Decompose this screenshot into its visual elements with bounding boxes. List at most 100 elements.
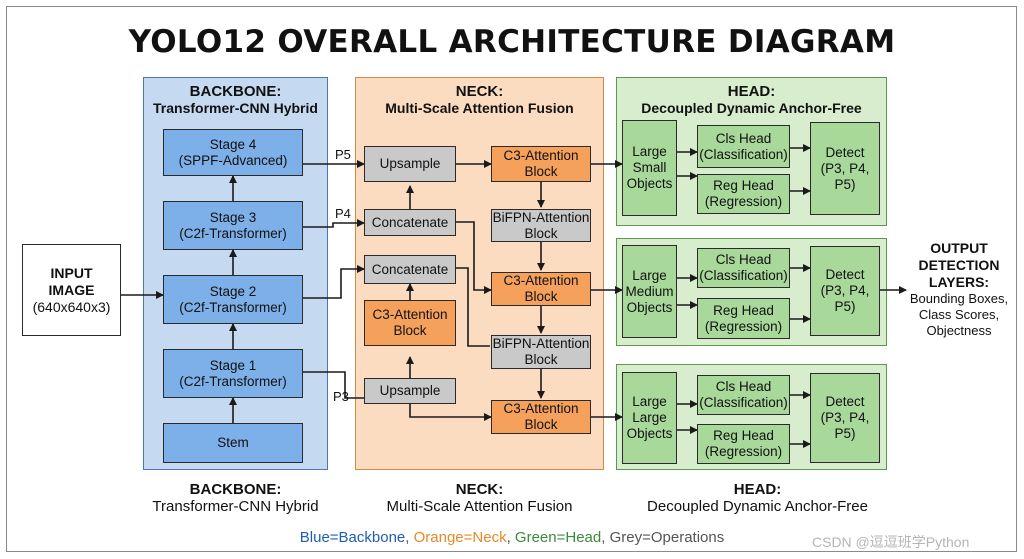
stage2-sub: (C2f-Transformer): [179, 299, 287, 315]
neck-heading-title: NECK:: [455, 83, 504, 100]
concat-top-label: Concatenate: [371, 214, 449, 230]
legend-sep-1: ,: [405, 529, 414, 546]
head-objects-large: Large Large Objects: [622, 372, 677, 464]
backbone-heading: BACKBONE: Transformer-CNN Hybrid: [143, 83, 328, 117]
upsample-top-label: Upsample: [379, 156, 441, 171]
backbone-stage3: Stage 3 (C2f-Transformer): [163, 201, 303, 250]
input-image-box: INPUT IMAGE (640x640x3): [22, 244, 121, 336]
head-detect-2: Detect (P3, P4, P5): [810, 246, 880, 336]
reg1-sub: (Regression): [704, 194, 783, 209]
output-item-boxes: Bounding Boxes,: [909, 291, 1009, 306]
bifpn-top-title: BiFPN-Attention: [492, 209, 590, 225]
legend-green: Green=Head: [514, 529, 602, 546]
head-objects-medium: Large Medium Objects: [622, 245, 677, 338]
neck-heading: NECK: Multi-Scale Attention Fusion: [355, 83, 604, 117]
line-concat2-to-bifpn2: [456, 267, 490, 347]
head-heading: HEAD: Decoupled Dynamic Anchor-Free: [616, 83, 887, 117]
arrow-upsample-to-c3bot: [409, 404, 492, 421]
objects-medium-l1: Large: [632, 267, 667, 283]
c3-left-title: C3-Attention: [372, 307, 448, 322]
cls1-sub: (Classification): [699, 146, 788, 162]
stage4-title: Stage 4: [209, 136, 257, 152]
reg2-title: Reg Head: [713, 302, 774, 318]
output-item-objectness: Objectness: [926, 323, 992, 338]
cls1-title: Cls Head: [715, 130, 772, 146]
neck-concat-bottom: Concatenate: [364, 255, 456, 284]
head-caption-sub: Decoupled Dynamic Anchor-Free: [647, 498, 868, 515]
input-size: (640x640x3): [32, 298, 111, 315]
objects-small-l1: Large: [632, 144, 667, 159]
bifpn-bottom-sub: Block: [524, 352, 558, 367]
detect1-l3: P5): [834, 176, 856, 192]
p3-label: P3: [333, 389, 349, 404]
objects-large-l3: Objects: [626, 426, 673, 441]
detect3-l1: Detect: [825, 394, 865, 409]
head-caption: HEAD: Decoupled Dynamic Anchor-Free: [616, 481, 899, 515]
objects-large-l1: Large: [632, 394, 667, 409]
neck-bifpn-top: BiFPN-Attention Block: [491, 209, 591, 242]
upsample-bottom-label: Upsample: [379, 383, 441, 398]
neck-c3-bottom: C3-Attention Block: [491, 400, 591, 434]
objects-medium-l3: Objects: [626, 299, 673, 315]
head-heading-sub: Decoupled Dynamic Anchor-Free: [641, 100, 862, 116]
head-reg-1: Reg Head (Regression): [697, 174, 790, 214]
c3-top-title: C3-Attention: [503, 148, 579, 163]
concat-bottom-label: Concatenate: [371, 261, 449, 277]
head-reg-3: Reg Head (Regression): [697, 424, 790, 464]
output-block: OUTPUT DETECTION LAYERS: Bounding Boxes,…: [897, 240, 1021, 339]
objects-small-l3: Objects: [626, 176, 673, 191]
neck-heading-sub: Multi-Scale Attention Fusion: [385, 100, 574, 116]
c3-left-sub: Block: [393, 323, 427, 338]
head-caption-title: HEAD:: [733, 481, 782, 498]
detect2-l1: Detect: [825, 267, 865, 282]
cls2-sub: (Classification): [699, 268, 788, 283]
stage3-title: Stage 3: [209, 209, 257, 225]
head-heading-title: HEAD:: [727, 83, 776, 100]
cls3-title: Cls Head: [715, 379, 772, 394]
head-reg-2: Reg Head (Regression): [697, 298, 790, 339]
neck-c3-middle: C3-Attention Block: [491, 272, 591, 306]
cls2-title: Cls Head: [715, 252, 772, 267]
backbone-stage2: Stage 2 (C2f-Transformer): [163, 275, 303, 324]
reg2-sub: (Regression): [704, 318, 783, 334]
p4-label: P4: [335, 206, 351, 221]
head-detect-3: Detect (P3, P4, P5): [810, 373, 880, 463]
legend-sep-3: ,: [601, 529, 610, 546]
backbone-heading-title: BACKBONE:: [189, 83, 282, 100]
detect2-l2: (P3, P4,: [820, 283, 870, 298]
head-cls-2: Cls Head (Classification): [697, 248, 790, 288]
bifpn-top-sub: Block: [524, 225, 558, 241]
neck-c3-top: C3-Attention Block: [491, 146, 591, 182]
arrow-concat1-to-c3mid: [456, 221, 492, 294]
backbone-caption-title: BACKBONE:: [189, 481, 282, 498]
neck-upsample-bottom: Upsample: [364, 378, 456, 404]
c3-top-sub: Block: [524, 164, 558, 179]
color-legend: Blue=Backbone, Orange=Neck, Green=Head, …: [0, 529, 1024, 546]
reg3-title: Reg Head: [713, 428, 774, 443]
head-objects-small: Large Small Objects: [622, 120, 677, 216]
diagram-frame: [6, 6, 1017, 552]
bifpn-bottom-title: BiFPN-Attention: [492, 336, 590, 351]
detect1-l2: (P3, P4,: [820, 160, 870, 176]
neck-upsample-top: Upsample: [364, 146, 456, 182]
c3-bottom-title: C3-Attention: [503, 401, 579, 416]
p5-label: P5: [335, 147, 351, 162]
input-label-1: INPUT: [50, 264, 93, 281]
head-cls-1: Cls Head (Classification): [697, 125, 790, 168]
detect1-l1: Detect: [825, 144, 865, 160]
backbone-caption: BACKBONE: Transformer-CNN Hybrid: [128, 481, 343, 515]
legend-sep-2: ,: [506, 529, 515, 546]
legend-grey: Grey=Operations: [609, 529, 725, 546]
c3-middle-sub: Block: [524, 289, 558, 304]
arrow-p4: [303, 219, 365, 228]
stage1-sub: (C2f-Transformer): [179, 373, 287, 389]
stage3-sub: (C2f-Transformer): [179, 225, 287, 241]
stem-label: Stem: [217, 435, 249, 450]
reg3-sub: (Regression): [704, 444, 783, 459]
cls3-sub: (Classification): [699, 395, 788, 410]
output-title-2: DETECTION: [918, 257, 1000, 273]
backbone-stem: Stem: [163, 423, 303, 463]
objects-medium-l2: Medium: [625, 283, 674, 299]
neck-caption-title: NECK:: [455, 481, 504, 498]
